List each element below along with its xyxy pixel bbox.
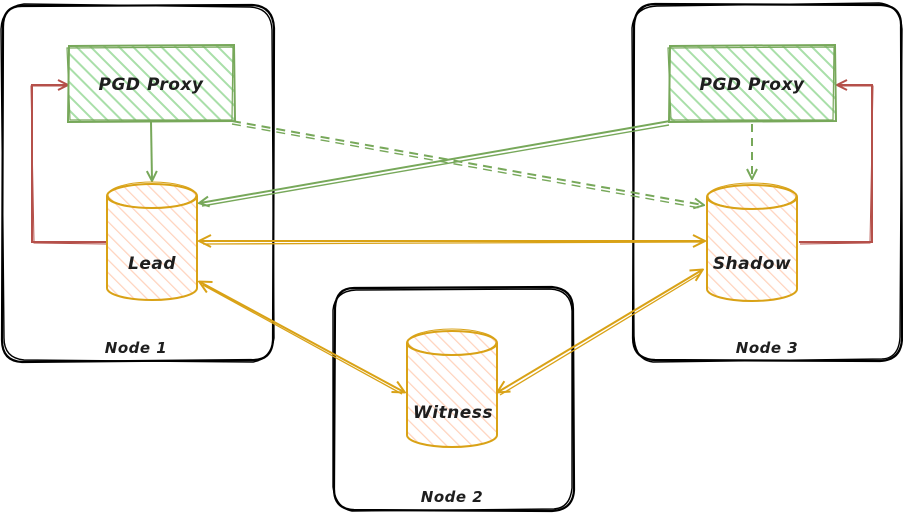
proxy-left-to-lead-arrow xyxy=(151,121,152,180)
proxy-right-label: PGD Proxy xyxy=(700,75,805,95)
node-2-label: Node 2 xyxy=(421,488,483,506)
node-1-label: Node 1 xyxy=(105,339,167,357)
lead-shadow-link xyxy=(200,241,704,244)
lead-witness-link xyxy=(200,282,404,395)
database-lead: Lead xyxy=(106,181,198,301)
database-shadow-label: Shadow xyxy=(713,254,791,274)
node-3-box xyxy=(631,2,903,363)
node-3-label: Node 3 xyxy=(736,339,798,357)
proxy-right: PGD Proxy xyxy=(667,43,838,124)
proxy-left: PGD Proxy xyxy=(66,43,237,124)
database-lead-label: Lead xyxy=(128,254,176,274)
proxy-left-label: PGD Proxy xyxy=(99,75,204,95)
database-shadow: Shadow xyxy=(706,182,798,302)
shadow-witness-link xyxy=(498,270,702,396)
database-witness: Witness xyxy=(406,328,498,448)
database-witness-label: Witness xyxy=(413,403,493,423)
loop-left-red xyxy=(30,85,107,245)
loop-right-red xyxy=(799,85,874,245)
proxy-left-to-shadow-dashed-arrow xyxy=(231,120,703,208)
proxy-right-to-lead-arrow xyxy=(200,120,671,206)
